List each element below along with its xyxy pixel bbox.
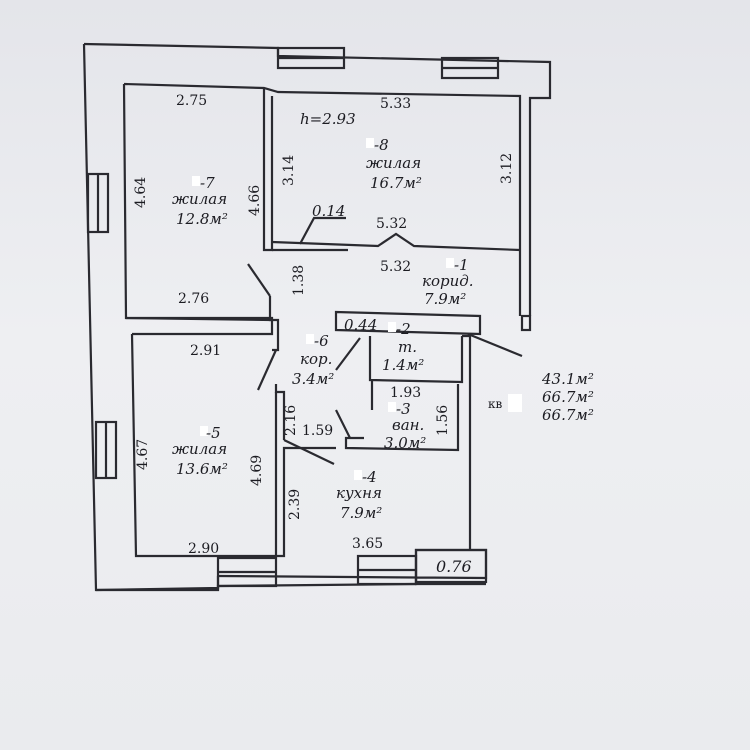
room-6-area: 3.4м² — [292, 370, 335, 388]
room-7-type: жилая — [172, 190, 228, 208]
redaction — [354, 470, 362, 480]
room-3-type: ван. — [392, 416, 425, 434]
door-swing-6 — [256, 349, 278, 391]
room-4-type: кухня — [336, 484, 382, 502]
room-5-number: -5 — [206, 424, 221, 442]
ceiling-height: h=2.93 — [300, 110, 356, 128]
redaction — [508, 394, 522, 412]
wall-toilet — [368, 336, 464, 384]
dim-1-93: 1.93 — [390, 385, 422, 401]
vent — [520, 314, 532, 332]
dim-4-64: 4.64 — [133, 176, 149, 208]
redaction — [306, 334, 314, 344]
door-swing-7 — [247, 263, 271, 297]
redaction — [446, 258, 454, 268]
room-5-type: жилая — [172, 440, 228, 458]
wall-room8-bottom — [271, 232, 521, 252]
dim-4-67: 4.67 — [135, 438, 151, 470]
wall-core-top — [334, 310, 482, 336]
redaction — [192, 176, 200, 186]
dim-2-16: 2.16 — [283, 404, 299, 436]
redaction — [200, 426, 208, 436]
wall-bath — [344, 380, 460, 452]
room-1-number: -1 — [454, 256, 469, 274]
dim-2-90: 2.90 — [188, 541, 220, 557]
leader-summary — [467, 332, 523, 358]
door-swing-2 — [335, 337, 361, 371]
wall-partition — [126, 316, 274, 336]
room-3-area: 3.0м² — [384, 434, 427, 452]
dim-2-75: 2.75 — [176, 93, 208, 109]
room-7-number: -7 — [200, 174, 215, 192]
balcony-box — [414, 548, 488, 584]
outer-wall-inner — [123, 82, 522, 316]
dim-3-65: 3.65 — [352, 536, 384, 552]
dim-1-59: 1.59 — [302, 423, 334, 439]
door-swing-3 — [335, 409, 351, 439]
room-8-number: -8 — [374, 136, 389, 154]
dim-4-69: 4.69 — [249, 454, 265, 486]
room-5-area: 13.6м² — [176, 460, 228, 478]
dim-5-32-a: 5.32 — [376, 216, 408, 232]
room-6-number: -6 — [314, 332, 329, 350]
dim-1-56: 1.56 — [435, 404, 451, 436]
lower-left-inner — [130, 333, 276, 558]
leader-014 — [299, 216, 346, 245]
room-8-type: жилая — [366, 154, 422, 172]
dim-4-66: 4.66 — [247, 184, 263, 216]
room-6-type: кор. — [300, 350, 333, 368]
redaction — [388, 402, 396, 412]
summary-living-area: 43.1м² — [542, 370, 594, 388]
dim-0-76: 0.76 — [436, 557, 472, 576]
summary-total-area: 66.7м² — [542, 388, 594, 406]
door-swing-4 — [283, 439, 335, 465]
room-3-number: -3 — [396, 400, 411, 418]
dim-0-44: 0.44 — [344, 316, 378, 334]
redaction — [366, 138, 374, 148]
dim-2-39: 2.39 — [287, 488, 303, 520]
bottom-wall-outer — [96, 582, 417, 592]
room-1-type: корид. — [422, 272, 474, 290]
redaction — [388, 322, 396, 332]
room-4-number: -4 — [362, 468, 377, 486]
wall-kitchen-right — [462, 334, 472, 550]
room-7-area: 12.8м² — [176, 210, 228, 228]
dim-2-91: 2.91 — [190, 343, 222, 359]
dim-2-76: 2.76 — [178, 291, 210, 307]
dim-5-33: 5.33 — [380, 96, 412, 112]
dim-3-12: 3.12 — [499, 152, 515, 184]
summary-kv-label: кв — [488, 397, 503, 411]
room-2-type: т. — [398, 338, 417, 356]
summary-total-area-2: 66.7м² — [542, 406, 594, 424]
wall-door-6 — [274, 384, 286, 440]
room-4-area: 7.9м² — [340, 504, 383, 522]
dim-0-14: 0.14 — [312, 202, 346, 220]
dim-1-38: 1.38 — [291, 264, 307, 296]
room-8-area: 16.7м² — [370, 174, 422, 192]
dim-3-14: 3.14 — [281, 154, 297, 186]
room-2-number: -2 — [396, 320, 411, 338]
dim-5-32-b: 5.32 — [380, 259, 412, 275]
wall-room8-left — [262, 88, 274, 252]
room-1-area: 7.9м² — [424, 290, 467, 308]
room-2-area: 1.4м² — [382, 356, 425, 374]
